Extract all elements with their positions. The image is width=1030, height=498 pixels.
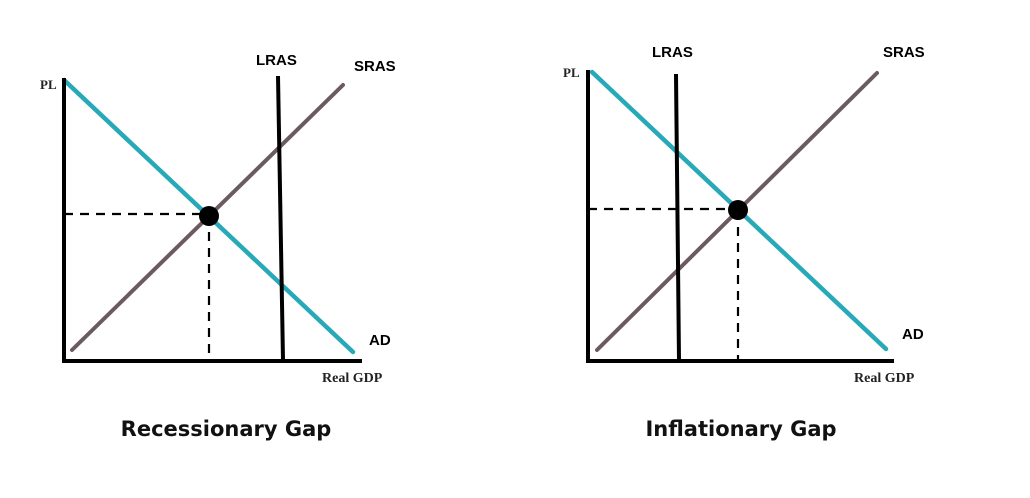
price-level-axis-label: PL bbox=[563, 65, 580, 80]
price-level-axis-label: PL bbox=[40, 77, 57, 92]
lras-label: LRAS bbox=[256, 52, 297, 69]
diagram-caption: Inflationary Gap bbox=[645, 417, 836, 441]
sras-label: SRAS bbox=[354, 58, 396, 75]
lras-curve bbox=[276, 75, 285, 361]
ad-label: AD bbox=[369, 332, 391, 349]
diagram-caption: Recessionary Gap bbox=[121, 417, 332, 441]
inflationary-gap-diagram: PL LRAS SRAS AD Real GDP Inflationary Ga… bbox=[563, 44, 925, 441]
sras-label: SRAS bbox=[883, 44, 925, 61]
lras-curve bbox=[674, 73, 681, 361]
real-gdp-axis-label: Real GDP bbox=[854, 371, 915, 386]
equilibrium-point bbox=[728, 200, 748, 220]
recessionary-gap-diagram: PL LRAS SRAS AD Real GDP Recessionary Ga… bbox=[40, 52, 396, 441]
equilibrium-point bbox=[199, 206, 219, 226]
ad-label: AD bbox=[902, 326, 924, 343]
real-gdp-axis-label: Real GDP bbox=[322, 371, 383, 386]
lras-label: LRAS bbox=[652, 44, 693, 61]
